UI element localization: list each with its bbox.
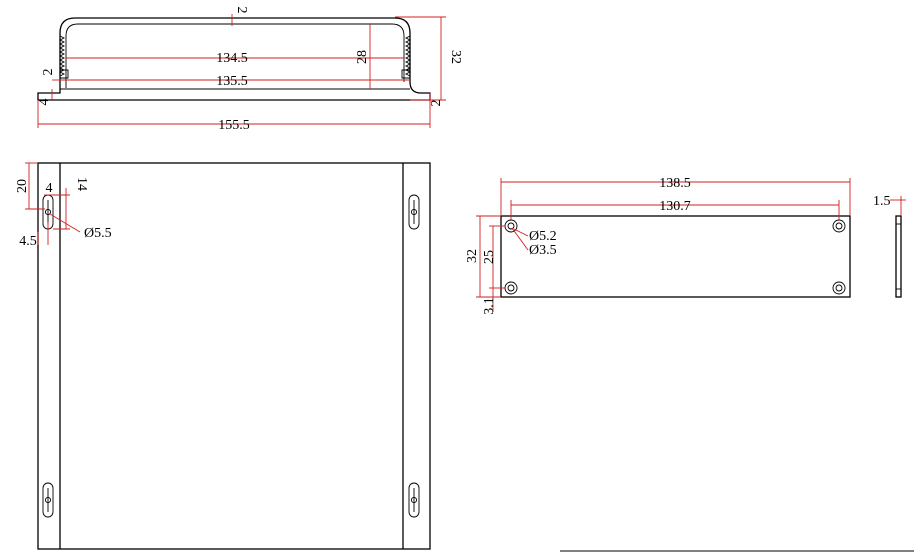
endcap-hole-bottom-right (832, 281, 846, 295)
dim-hole-spacing-v-label: 25 (482, 250, 497, 264)
dim-hole-spacing-label: 130.7 (659, 199, 691, 214)
dim-slot-offset-y-label: 20 (15, 179, 30, 193)
dim-endcap-width-label: 138.5 (659, 176, 691, 191)
endcap-outline (500, 215, 851, 298)
dim-inner-height-label: 28 (355, 50, 370, 64)
dim-right-flange-label: 2 (429, 100, 444, 107)
dim-hole-diameter-label: Ø3.5 (529, 243, 557, 258)
dim-endcap-height-label: 32 (465, 249, 480, 263)
dim-slot-width-label: 4 (46, 181, 53, 196)
profile-right-ribs (404, 35, 412, 77)
dim-base-label: 4 (37, 99, 52, 106)
dim-inner-width-label: 134.5 (216, 51, 248, 66)
dim-counterbore-leader (513, 228, 529, 237)
dim-wall-top-label: 2 (234, 7, 249, 14)
profile-left-ribs (58, 35, 66, 77)
endcap-hole-bottom-left (504, 281, 518, 295)
profile-inner-outline (65, 23, 405, 88)
endcap-view: 138.5 130.7 Ø5.2 Ø3.5 32 25 3.1 (465, 176, 851, 315)
plan-view: 20 4 14 4.5 Ø5.5 (15, 162, 431, 550)
dim-slot-diameter-leader (49, 213, 81, 233)
plan-outline (37, 162, 431, 550)
dim-left-wall-label: 2 (41, 69, 56, 76)
endcap-hole-top-left (504, 219, 518, 233)
dim-hole-diameter-leader (511, 227, 529, 251)
profile-outer-outline (37, 17, 431, 101)
profile-right-slot (401, 69, 410, 79)
dim-total-height-label: 32 (448, 50, 463, 64)
dim-rail-width-label: 135.5 (216, 74, 248, 89)
mounting-slot-bottom-left (42, 482, 54, 518)
dim-counterbore-label: Ø5.2 (529, 229, 557, 244)
mounting-slot-bottom-right (408, 482, 420, 518)
dim-slot-diameter-label: Ø5.5 (84, 226, 112, 241)
dim-slot-offset-x-label: 4.5 (19, 234, 37, 249)
endcap-side-view: 1.5 (873, 194, 906, 298)
mounting-slot-top-right (408, 194, 420, 230)
dim-thickness-label: 1.5 (873, 194, 891, 209)
dim-slot-length-label: 14 (74, 177, 89, 191)
dim-overall-width-label: 155.5 (218, 118, 250, 133)
dim-hole-edge-offset-label: 3.1 (482, 297, 497, 315)
profile-view: 2 134.5 135.5 28 32 2 4 2 155.5 (37, 7, 463, 134)
endcap-side-outline (895, 215, 902, 298)
endcap-hole-top-right (832, 219, 846, 233)
profile-left-slot (60, 69, 69, 79)
